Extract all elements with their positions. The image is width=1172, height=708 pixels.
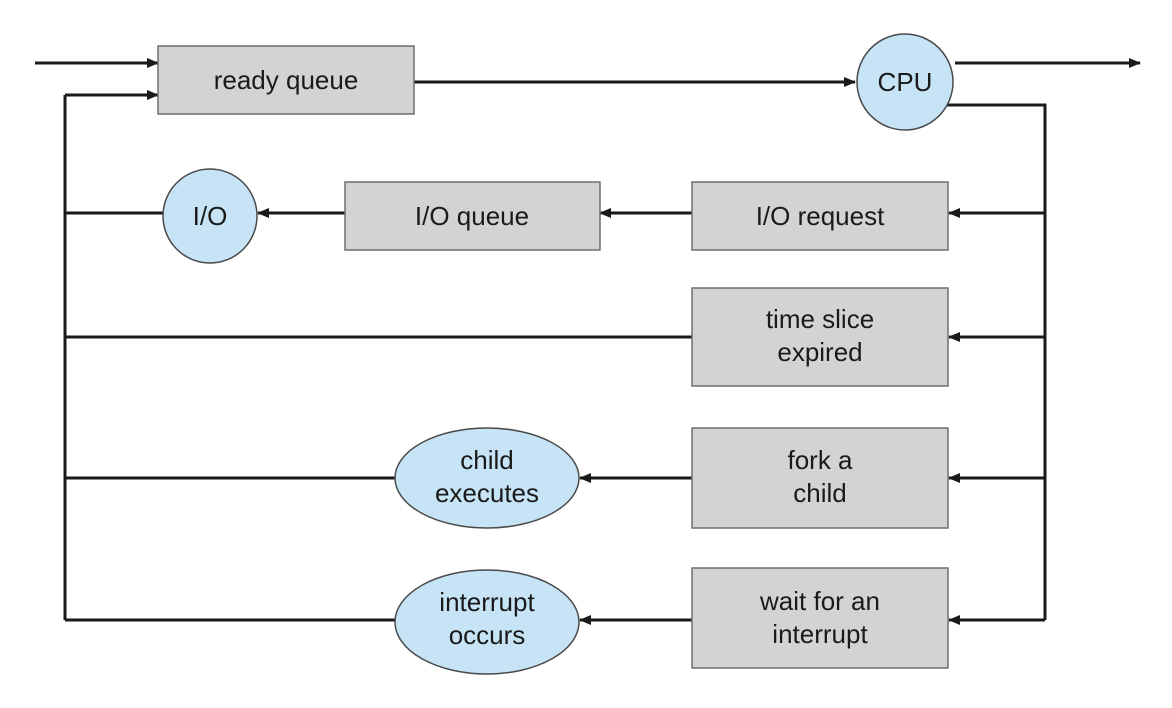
fork-node: fork a child — [691, 427, 949, 529]
interrupt-occurs-label-line2: occurs — [449, 620, 526, 650]
fork-label-line1: fork a — [787, 445, 853, 475]
fork-box — [691, 427, 949, 529]
connectors — [35, 58, 1141, 625]
io-request-box — [691, 181, 949, 251]
fork-label-line2: child — [793, 478, 846, 508]
io-queue-box — [344, 181, 601, 251]
interrupt-occurs-label-line1: interrupt — [439, 587, 535, 617]
ready-queue-box — [157, 45, 415, 115]
cpu-label: CPU — [878, 67, 933, 97]
child-executes-label-line2: executes — [435, 478, 539, 508]
io-request-label: I/O request — [756, 201, 885, 231]
ready-queue-label: ready queue — [214, 65, 359, 95]
time-slice-label-line1: time slice — [766, 304, 874, 334]
interrupt-occurs-ellipse — [394, 569, 580, 675]
cpu-node: CPU — [856, 33, 954, 131]
wait-interrupt-node: wait for an interrupt — [691, 567, 949, 669]
io-circle — [162, 168, 258, 264]
time-slice-box — [691, 287, 949, 387]
cpu-circle — [856, 33, 954, 131]
time-slice-node: time slice expired — [691, 287, 949, 387]
child-executes-ellipse — [394, 427, 580, 529]
ready-queue-node: ready queue — [157, 45, 415, 115]
io-label: I/O — [193, 201, 228, 231]
time-slice-label-line2: expired — [777, 337, 862, 367]
io-request-node: I/O request — [691, 181, 949, 251]
io-node: I/O — [162, 168, 258, 264]
child-executes-node: child executes — [394, 427, 580, 529]
wait-interrupt-label-line2: interrupt — [772, 619, 868, 649]
cpu-to-right-bus — [945, 103, 1047, 620]
wait-interrupt-label-line1: wait for an — [759, 586, 880, 616]
io-queue-node: I/O queue — [344, 181, 601, 251]
interrupt-occurs-node: interrupt occurs — [394, 569, 580, 675]
child-executes-label-line1: child — [460, 445, 513, 475]
io-queue-label: I/O queue — [415, 201, 529, 231]
wait-interrupt-box — [691, 567, 949, 669]
